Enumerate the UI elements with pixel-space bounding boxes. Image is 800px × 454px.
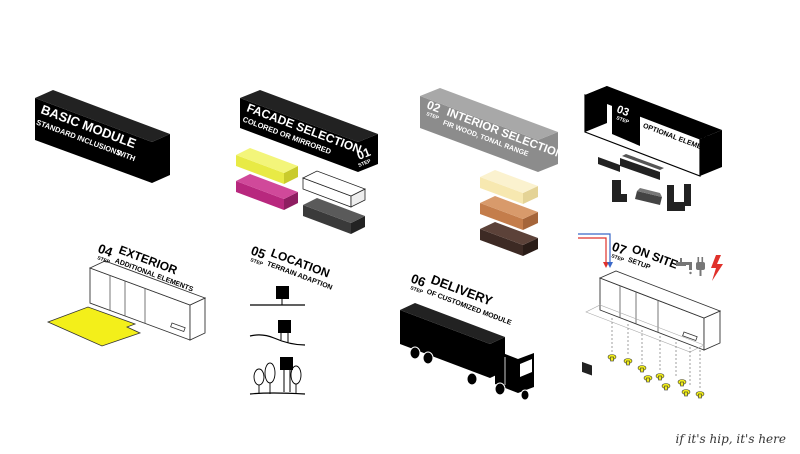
interior-step-num: 02: [425, 98, 443, 116]
facade-step-label: STEP: [358, 158, 373, 169]
facade-step-num: 01: [355, 145, 373, 163]
delivery-step-label: STEP: [409, 285, 424, 295]
water-tap-icon: [676, 258, 692, 275]
location-step-num: 05: [249, 243, 268, 262]
furniture-step-label: STEP: [615, 115, 630, 125]
exterior-module: 04 STEP EXTERIOR ADDITIONAL ELEMENTS: [46, 241, 207, 347]
delivery-truck: 06 STEP DELIVERY OF CUSTOMIZED MODULE: [400, 271, 534, 401]
furniture-step-num: 03: [615, 104, 631, 120]
credit-watermark: if it's hip, it's here: [675, 432, 786, 446]
interior-box: 02 STEP INTERIOR SELECTION FIR WOOD, TON…: [420, 88, 565, 172]
onsite-diagram: 07 STEP ON SITE SETUP: [578, 233, 723, 399]
power-plug-icon: [696, 257, 705, 276]
furniture-pieces: [582, 154, 691, 376]
exterior-step-num: 04: [96, 241, 116, 260]
interior-step-label: STEP: [425, 111, 440, 121]
onsite-step-num: 07: [610, 239, 629, 258]
delivery-step-num: 06: [409, 271, 428, 290]
facade-box: FACADE SELECTION COLORED OR MIRRORED 01 …: [240, 90, 378, 172]
onsite-step-label: STEP: [610, 253, 625, 263]
facade-options: [236, 148, 366, 234]
electricity-bolt-icon: [711, 255, 723, 281]
exterior-step-label: STEP: [96, 255, 111, 265]
basic-module-box: BASIC MODULE STANDARD INCLUSIONS WITH: [35, 90, 170, 183]
location-diagram: 05 STEP LOCATION TERRAIN ADAPTION: [249, 243, 333, 395]
interior-wood-options: [480, 170, 538, 256]
location-step-label: STEP: [249, 257, 264, 267]
